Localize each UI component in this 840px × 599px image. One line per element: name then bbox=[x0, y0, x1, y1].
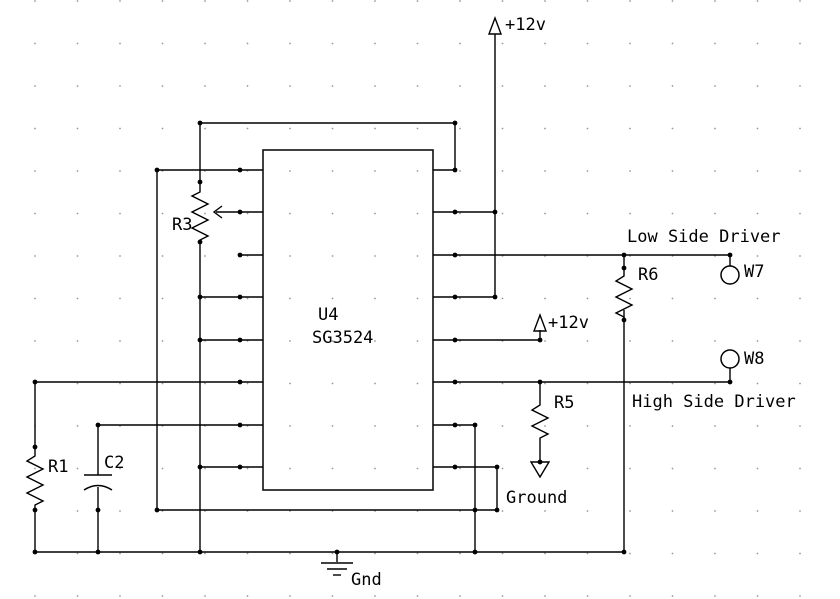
r3-label: R3 bbox=[172, 215, 192, 235]
gnd-symbol-icon bbox=[321, 562, 353, 576]
c2-label: C2 bbox=[104, 453, 124, 473]
gnd-label: Gnd bbox=[351, 570, 382, 590]
supply-mid-label: +12v bbox=[548, 313, 589, 333]
ic-part-label: SG3524 bbox=[312, 328, 373, 348]
ic-right-pins bbox=[433, 167, 458, 470]
ic-u4-body bbox=[262, 149, 434, 491]
w7-terminal-icon bbox=[720, 265, 740, 285]
r1-label: R1 bbox=[48, 457, 68, 477]
ic-ref-label: U4 bbox=[318, 305, 338, 325]
supply-top-label: +12v bbox=[505, 15, 546, 35]
r6-label: R6 bbox=[638, 265, 658, 285]
w7-label: W7 bbox=[744, 262, 764, 282]
background-grid bbox=[34, 0, 801, 597]
c2-capacitor-icon bbox=[83, 474, 113, 491]
low-side-driver-label: Low Side Driver bbox=[627, 227, 781, 247]
r3-potentiometer-icon bbox=[190, 182, 223, 242]
ground-label: Ground bbox=[506, 488, 567, 508]
w8-terminal-icon bbox=[720, 349, 740, 369]
ic-left-pins bbox=[237, 167, 263, 470]
w8-label: W8 bbox=[744, 349, 764, 369]
r6-resistor-icon bbox=[614, 268, 634, 320]
supply-top-icon bbox=[487, 16, 503, 35]
r1-resistor-icon bbox=[25, 447, 45, 510]
r5-label: R5 bbox=[554, 393, 574, 413]
high-side-driver-label: High Side Driver bbox=[632, 392, 796, 412]
wiring bbox=[34, 34, 731, 562]
supply-mid-icon bbox=[532, 313, 548, 332]
r5-resistor-icon bbox=[530, 397, 550, 440]
ground-triangle-icon bbox=[529, 461, 551, 479]
